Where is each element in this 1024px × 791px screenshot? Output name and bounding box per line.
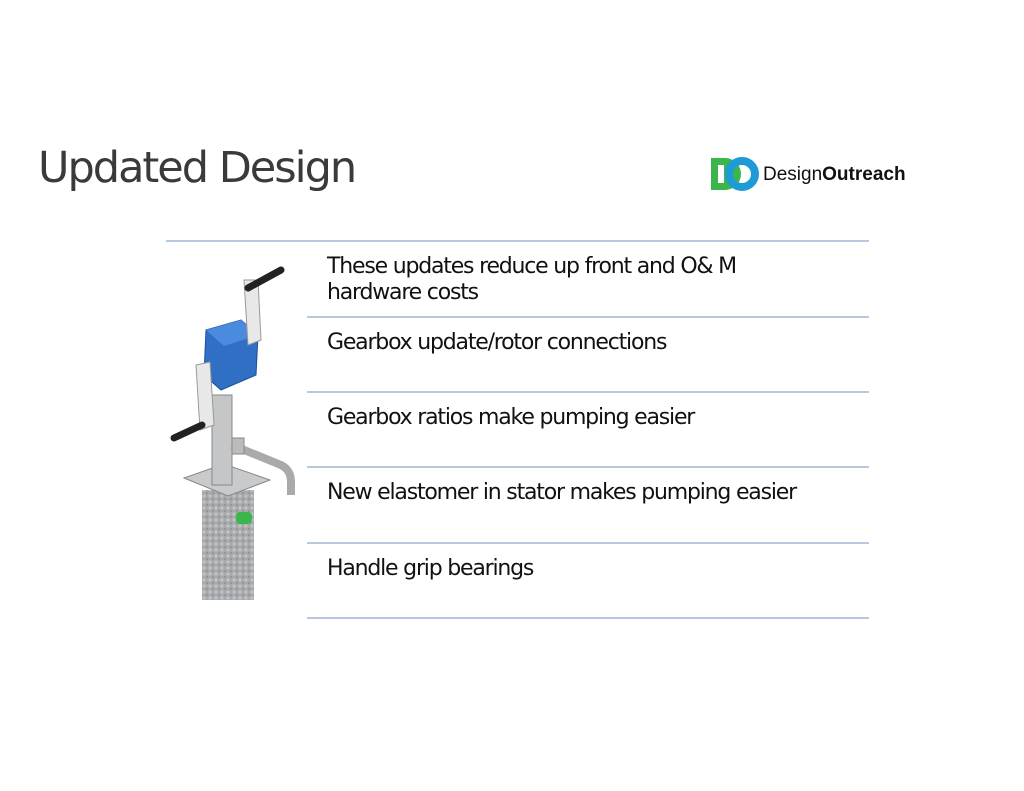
slide-title: Updated Design bbox=[38, 143, 357, 193]
bullet-row: Handle grip bearings bbox=[307, 544, 869, 619]
pump-image bbox=[170, 266, 295, 600]
bullet-row: New elastomer in stator makes pumping ea… bbox=[307, 468, 869, 544]
bullet-text: Gearbox update/rotor connections bbox=[327, 330, 667, 355]
bullet-row: Gearbox update/rotor connections bbox=[307, 318, 869, 393]
design-outreach-logo: DesignOutreach bbox=[708, 152, 943, 197]
logo-text-outreach: Outreach bbox=[822, 164, 906, 185]
bullet-row: Gearbox ratios make pumping easier bbox=[307, 393, 869, 468]
bullet-text: Handle grip bearings bbox=[327, 556, 534, 581]
logo-text-design: Design bbox=[763, 164, 823, 185]
bullet-text: These updates reduce up front and O& M h… bbox=[327, 254, 737, 305]
bullet-row: These updates reduce up front and O& M h… bbox=[307, 242, 869, 318]
logo-mark-icon bbox=[711, 157, 759, 191]
bullet-text: Gearbox ratios make pumping easier bbox=[327, 405, 695, 430]
table-top-divider bbox=[166, 240, 869, 242]
bullet-text: New elastomer in stator makes pumping ea… bbox=[327, 480, 797, 505]
